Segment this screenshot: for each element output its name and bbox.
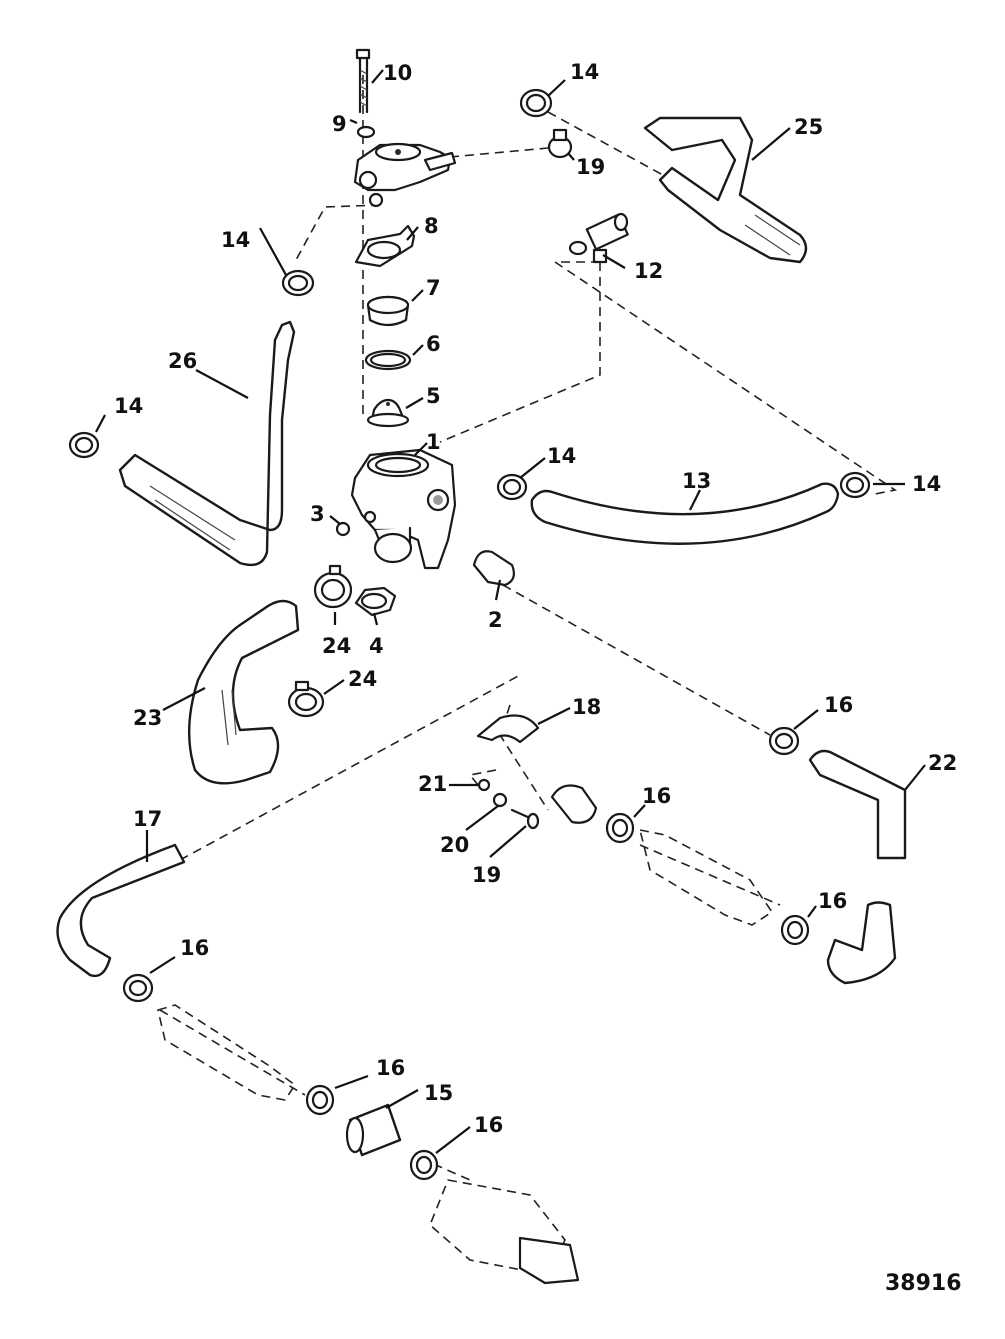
hose-22: [808, 749, 907, 985]
gasket-4: [354, 586, 397, 617]
callout-6: 6: [426, 332, 441, 356]
callout-8: 8: [424, 214, 439, 238]
thermostat-housing-1: [350, 448, 457, 570]
clamp-19-top: [547, 128, 573, 159]
callout-labels: 10 9 14 25 19 8 14 12 7 26 6 14 5 1 14 1…: [114, 60, 957, 1137]
callout-24: 24: [348, 667, 377, 691]
clamp-24-lower: [287, 680, 325, 718]
callout-26: 26: [168, 349, 197, 373]
bolt-10: [355, 48, 371, 114]
sleeve-7: [366, 295, 410, 327]
hose-26: [118, 320, 296, 567]
washer-20: [492, 792, 508, 808]
callout-19: 19: [472, 863, 501, 887]
callout-23: 23: [133, 706, 162, 730]
hose-13: [530, 482, 840, 545]
callout-14: 14: [221, 228, 250, 252]
coupler-sleeve: [550, 784, 598, 824]
callout-2: 2: [488, 608, 503, 632]
callout-20: 20: [440, 833, 469, 857]
callout-4: 4: [369, 634, 384, 658]
clamp-16-a: [768, 726, 800, 756]
callout-15: 15: [424, 1081, 453, 1105]
callout-1: 1: [426, 430, 441, 454]
clamp-16-d: [122, 973, 154, 1003]
callout-21: 21: [418, 772, 447, 796]
clamp-16-f: [409, 1149, 439, 1181]
callout-24: 24: [322, 634, 351, 658]
callout-16: 16: [818, 889, 847, 913]
callout-14: 14: [570, 60, 599, 84]
callout-13: 13: [682, 469, 711, 493]
thermostat-housing-cover: [353, 142, 457, 208]
callout-9: 9: [332, 112, 347, 136]
clamp-14-top: [519, 88, 553, 118]
callout-5: 5: [426, 384, 441, 408]
gasket-8: [354, 224, 416, 268]
tee-fitting-12: [568, 212, 629, 264]
callout-16: 16: [642, 784, 671, 808]
screw-19: [510, 808, 540, 830]
clamp-16-c: [780, 914, 810, 946]
fitting-assembly-right: [638, 828, 774, 926]
figure-number: 38916: [885, 1271, 962, 1296]
callout-12: 12: [634, 259, 663, 283]
callout-18: 18: [572, 695, 601, 719]
callout-16: 16: [180, 936, 209, 960]
callout-22: 22: [928, 751, 957, 775]
clamp-24-upper: [313, 564, 353, 609]
washer-9: [356, 125, 376, 139]
sleeve-15: [345, 1103, 402, 1157]
clamp-strap-18: [476, 714, 540, 744]
callout-25: 25: [794, 115, 823, 139]
nut-3: [335, 521, 351, 537]
water-pump-lower: [429, 1179, 580, 1285]
callout-14: 14: [912, 472, 941, 496]
clamp-14-far-left: [68, 431, 100, 459]
callout-3: 3: [310, 502, 325, 526]
clamp-14-left: [281, 269, 315, 297]
callout-10: 10: [383, 61, 412, 85]
callout-17: 17: [133, 807, 162, 831]
leader-lines: [95, 69, 926, 1154]
clamp-16-e: [305, 1084, 335, 1116]
callout-16: 16: [376, 1056, 405, 1080]
hose-23: [188, 599, 300, 785]
thermostat-5: [366, 398, 410, 428]
callout-16: 16: [824, 693, 853, 717]
clamp-16-b: [605, 812, 635, 844]
fitting-assembly-left: [157, 1004, 297, 1101]
plug-2: [472, 550, 515, 587]
clamp-14-right: [839, 471, 871, 499]
hose-25: [643, 116, 808, 264]
clamp-14-mid: [496, 473, 528, 501]
callout-19: 19: [576, 155, 605, 179]
callout-16: 16: [474, 1113, 503, 1137]
callout-14: 14: [114, 394, 143, 418]
callout-14: 14: [547, 444, 576, 468]
washer-21: [477, 778, 491, 792]
hose-17: [56, 843, 186, 978]
callout-7: 7: [426, 276, 441, 300]
